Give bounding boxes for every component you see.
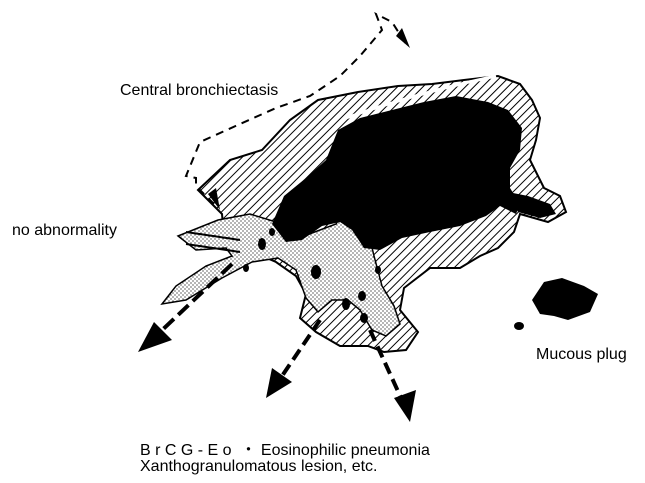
branch-arrowhead-middle: [266, 368, 292, 398]
plug-dot: [358, 291, 366, 301]
plug-dot: [375, 266, 381, 274]
label-mucous-plug: Mucous plug: [536, 346, 627, 364]
label-brcg-eosinophilic: B r C G - E o ・ Eosinophilic pneumonia: [140, 436, 430, 460]
plug-dot: [258, 238, 266, 250]
label-no-abnormality: no abnormality: [12, 222, 117, 240]
plug-dot: [311, 265, 321, 279]
branch-arrowhead-right: [394, 390, 416, 422]
plug-dot: [243, 264, 249, 272]
branch-arrow-middle: [282, 320, 320, 376]
plug-dot: [342, 298, 350, 310]
mucous-plug-blob: [532, 278, 598, 320]
label-central-bronchiectasis: Central bronchiectasis: [120, 82, 278, 100]
plug-dot: [269, 228, 275, 236]
mucous-plug-small: [514, 322, 524, 330]
label-xanthogranulomatous: Xanthogranulomatous lesion, etc.: [140, 458, 377, 476]
plug-dot: [360, 313, 368, 323]
